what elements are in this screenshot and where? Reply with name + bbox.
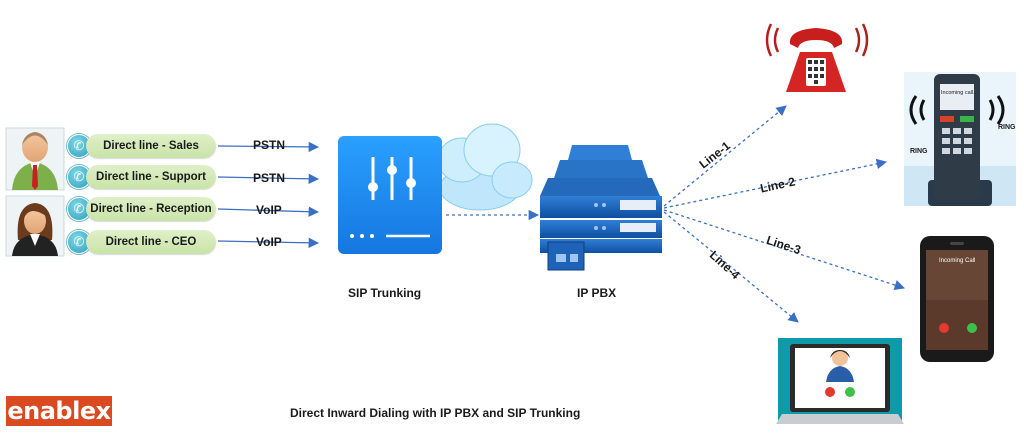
mobile-phone-icon xyxy=(920,236,994,362)
desk-phone-ring-right: RING xyxy=(998,124,1016,131)
enablex-logo: enablex xyxy=(6,396,112,426)
direct-line-ceo: Direct line - CEO xyxy=(86,230,216,254)
phone-icon-reception: ✆ xyxy=(67,197,91,221)
direct-line-sales: Direct line - Sales xyxy=(86,134,216,158)
laptop-icon xyxy=(776,338,904,424)
male-avatar-icon xyxy=(5,127,65,191)
arrow-ceo-to-sip xyxy=(217,237,320,249)
diagram-title: Direct Inward Dialing with IP PBX and SI… xyxy=(290,406,581,420)
desk-phone-icon xyxy=(904,72,1016,206)
direct-line-support: Direct line - Support xyxy=(86,165,216,189)
logo-text: enablex xyxy=(7,397,111,425)
desk-phone-screen-text: Incoming call.. xyxy=(941,90,977,96)
ip-pbx-icon xyxy=(540,145,662,271)
arrow-sales-to-sip xyxy=(217,141,320,153)
red-telephone-icon xyxy=(765,23,869,92)
cloud-icon xyxy=(437,123,533,211)
mobile-screen-text: Incoming Call xyxy=(939,258,976,264)
connection-label-sales: PSTN xyxy=(253,138,286,152)
sip-trunking-label: SIP Trunking xyxy=(348,286,422,300)
ip-pbx-label: IP PBX xyxy=(577,286,617,300)
connection-label-ceo: VoIP xyxy=(256,235,282,249)
arrow-reception-to-sip xyxy=(217,206,320,217)
line-2-connector xyxy=(663,158,888,209)
sip-trunking-icon xyxy=(338,136,442,254)
direct-line-reception: Direct line - Reception xyxy=(86,197,216,221)
connection-label-reception: VoIP xyxy=(256,203,282,217)
line-3-connector xyxy=(663,209,905,291)
connection-label-support: PSTN xyxy=(253,171,286,185)
arrow-support-to-sip xyxy=(217,173,320,185)
desk-phone-ring-left: RING xyxy=(910,148,928,155)
line-4-connector xyxy=(663,211,799,323)
line-1-connector xyxy=(663,105,787,207)
female-avatar-icon xyxy=(5,195,65,257)
